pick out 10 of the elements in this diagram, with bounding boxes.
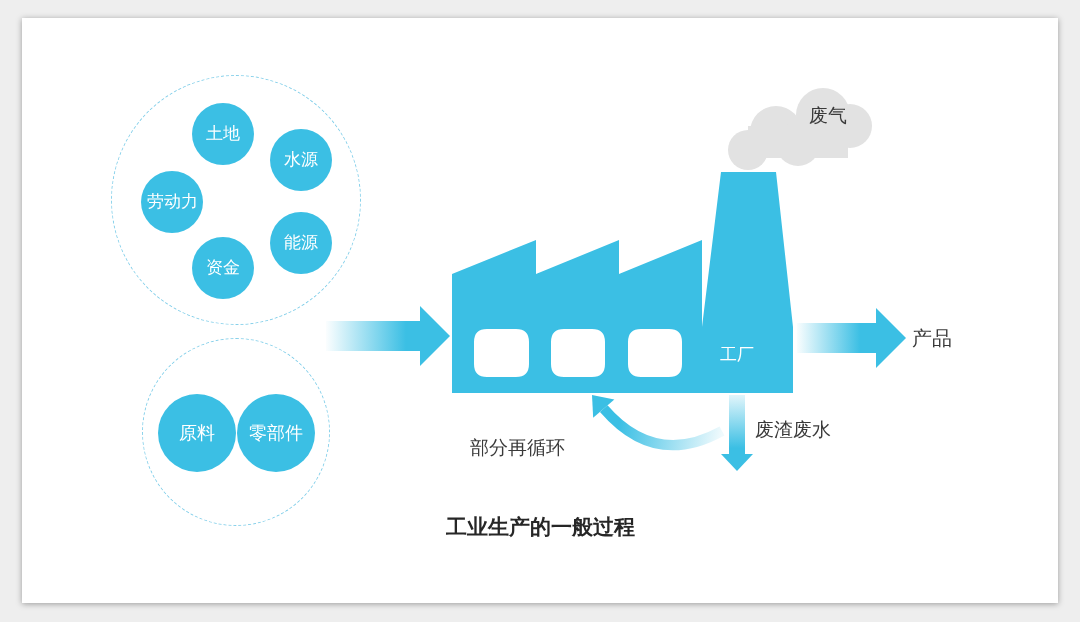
edge-label: 部分再循环 xyxy=(470,436,565,459)
curved-arrow xyxy=(591,395,725,451)
edge-label: 废渣废水 xyxy=(755,418,831,441)
output-label: 产品 xyxy=(912,326,952,350)
factory-label: 工厂 xyxy=(720,344,754,365)
factory-building xyxy=(452,172,793,393)
block-arrow xyxy=(797,308,906,368)
caption: 工业生产的一般过程 xyxy=(445,515,635,539)
block-arrow xyxy=(721,395,753,471)
cloud-label: 废气 xyxy=(809,104,847,127)
